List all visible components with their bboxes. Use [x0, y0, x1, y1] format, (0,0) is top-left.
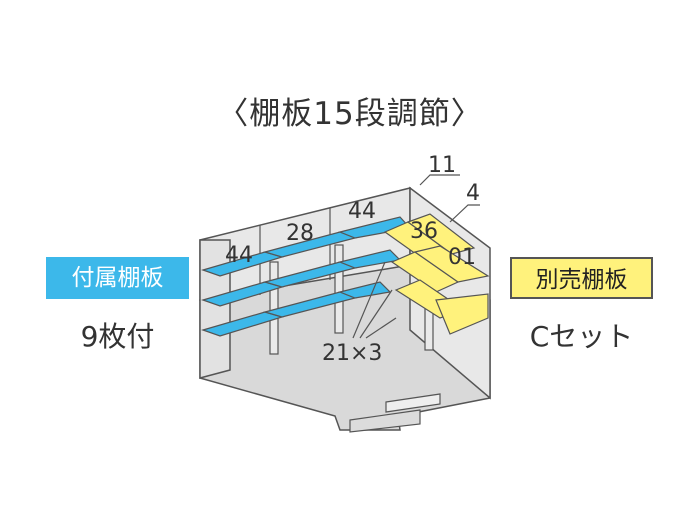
shed-door [385, 393, 441, 413]
shelf-post [334, 244, 344, 334]
optional-shelves-set: Cセット [529, 320, 634, 353]
optional-shelves [383, 213, 490, 335]
optional-shelves-badge: 別売棚板 [510, 257, 653, 299]
shed-door-sill [349, 409, 421, 433]
shelf-size-label: 36 [410, 219, 438, 244]
shelf-size-label: 44 [348, 199, 376, 224]
shelf-size-label: 11 [428, 153, 456, 178]
included-shelves [201, 216, 412, 337]
shelf-size-label: 01 [448, 245, 476, 270]
included-shelves-count: 9枚付 [80, 320, 155, 353]
shelf-size-label: 21×3 [322, 341, 382, 366]
shelf-size-label: 4 [466, 181, 480, 206]
shelf-size-label: 28 [286, 221, 314, 246]
shelf-post [269, 261, 279, 355]
included-shelves-badge: 付属棚板 [46, 257, 189, 299]
diagram-title: 〈棚板15段調節〉 [217, 96, 483, 132]
shelf-size-label: 44 [225, 243, 253, 268]
